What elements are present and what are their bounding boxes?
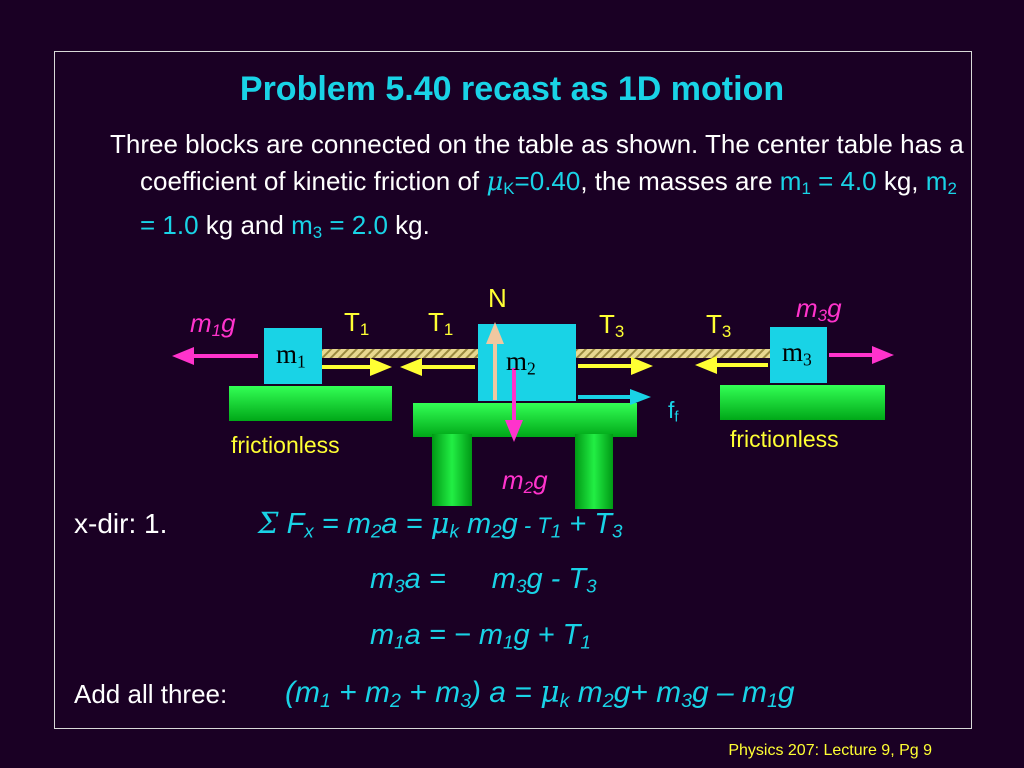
label-m3g: m3g [796,293,842,326]
center-table-top [413,403,637,437]
eq1-prefix: x-dir: 1. [74,508,168,539]
problem-statement: Three blocks are connected on the table … [110,129,964,243]
center-table-leg-right [575,434,613,509]
t3-arrow-on-m3 [695,356,768,374]
center-table-leg-left [432,434,472,506]
label-t3-right: T3 [706,309,732,342]
label-normal-force: N [488,283,507,313]
block-m1 [264,328,322,384]
equation-1: Σ Fx = m2a = μk m2g - T1 + T3 [258,506,623,542]
equation-sum: (m1 + m2 + m3) a = μk m2g+ m3g – m1g [285,675,795,712]
block-m1-label: m1 [276,339,306,372]
label-friction: ff [668,397,679,426]
slide-footer: Physics 207: Lecture 9, Pg 9 [728,742,932,759]
sum-prefix: Add all three: [74,679,228,709]
m2g-arrow [505,368,523,442]
slide-title: Problem 5.40 recast as 1D motion [239,70,785,108]
label-m1g: m1g [190,308,236,341]
normal-force-arrow [486,322,504,400]
equation-2: m3a =m3g - T3 [370,563,597,597]
label-frictionless-right: frictionless [730,426,839,452]
equation-3: m1a = − m1g + T1 [370,619,591,653]
m3g-arrow [829,346,894,364]
block-m3-label: m3 [782,337,812,370]
label-t1-left: T1 [344,307,370,340]
slide-frame [54,51,972,729]
left-table [229,386,392,421]
label-frictionless-left: frictionless [231,432,340,458]
t3-arrow-on-m2 [578,357,653,375]
label-t1-right: T1 [428,307,454,340]
friction-arrow [578,389,651,405]
label-t3-left: T3 [599,309,625,342]
m1g-arrow [172,347,258,365]
right-table [720,385,885,420]
block-m2-label: m2 [506,346,536,379]
t1-arrow-on-m2 [400,358,475,376]
label-m2g: m2g [502,465,548,498]
t1-arrow-on-m1 [322,358,392,376]
block-m3 [770,327,827,383]
